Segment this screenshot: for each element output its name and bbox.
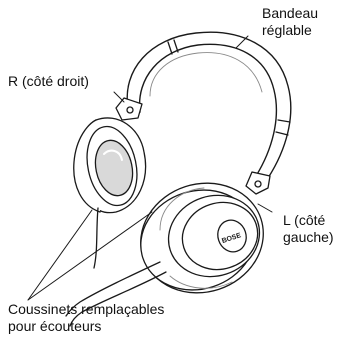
headband-label-line2: réglable xyxy=(262,22,318,39)
cushions-label-line1: Coussinets remplaçables xyxy=(8,301,164,318)
right-yoke xyxy=(116,98,142,120)
leader-headband xyxy=(236,36,248,48)
left-side-label-line2: gauche) xyxy=(283,229,334,246)
cushions-label: Coussinets remplaçables pour écouteurs xyxy=(8,301,164,335)
left-side-label-line1: L (côté xyxy=(283,212,334,229)
headband xyxy=(127,32,291,178)
left-side-label: L (côté gauche) xyxy=(283,212,334,246)
headband-label-line1: Bandeau xyxy=(262,5,318,22)
right-earcup xyxy=(74,118,146,213)
right-side-label: R (côté droit) xyxy=(8,73,89,90)
leader-right xyxy=(114,92,124,102)
leader-cushion-left xyxy=(28,212,152,300)
headband-label: Bandeau réglable xyxy=(262,5,318,39)
left-yoke xyxy=(246,172,270,194)
leader-left xyxy=(258,204,272,212)
cushions-label-line2: pour écouteurs xyxy=(8,318,164,335)
leader-cushion-right xyxy=(28,210,92,300)
right-side-label-text: R (côté droit) xyxy=(8,73,89,90)
